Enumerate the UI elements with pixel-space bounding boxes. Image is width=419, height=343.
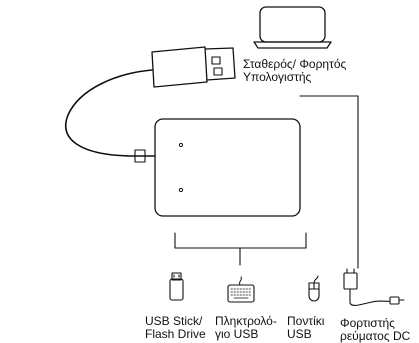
computer-label-line1: Σταθερός/ Φορητός	[243, 57, 347, 71]
usb-stick-label-line1: USB Stick/	[145, 314, 203, 328]
laptop-icon	[253, 6, 332, 49]
dc-power-line	[299, 95, 359, 269]
keyboard-icon	[227, 276, 255, 303]
charger-label-line2: ρεύματος DC	[340, 329, 411, 343]
mouse-label-line1: Ποντίκι	[287, 314, 325, 328]
computer-label-line2: Υπολογιστής	[243, 70, 312, 84]
usb-stick-label-line2: Flash Drive	[145, 327, 206, 341]
usb-hub-icon	[154, 118, 301, 217]
usb-cable	[65, 69, 156, 157]
keyboard-label: Πληκτρολό- γιο USB	[215, 315, 277, 341]
usb-stick-label: USB Stick/ Flash Drive	[145, 315, 206, 341]
keyboard-label-line1: Πληκτρολό-	[215, 314, 277, 328]
dc-charger-icon	[343, 268, 405, 306]
cable-strain-relief	[134, 149, 146, 163]
usb-stick-icon	[169, 272, 184, 301]
charger-label: Φορτιστής ρεύματος DC	[340, 317, 410, 343]
mouse-icon	[308, 275, 320, 302]
ports-bracket	[174, 232, 307, 266]
usb-plug-icon	[151, 46, 236, 88]
computer-label: Σταθερός/ Φορητός Υπολογιστής	[243, 58, 346, 84]
mouse-label-line2: USB	[287, 327, 312, 341]
mouse-label: Ποντίκι USB	[287, 315, 324, 341]
keyboard-label-line2: γιο USB	[215, 327, 259, 341]
charger-label-line1: Φορτιστής	[340, 316, 395, 330]
